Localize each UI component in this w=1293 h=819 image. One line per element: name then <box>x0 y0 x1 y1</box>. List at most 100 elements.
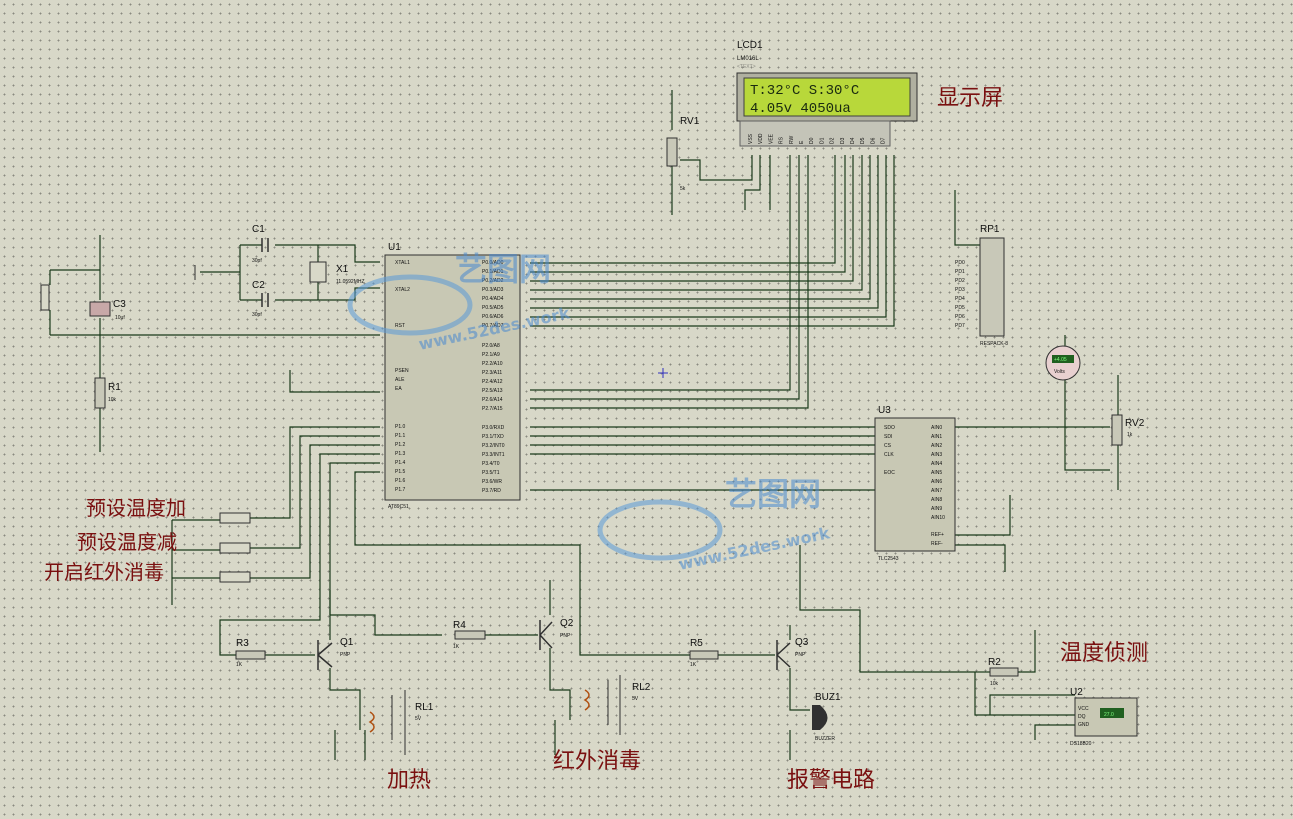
u3-right-pin-0: AIN0 <box>931 425 942 431</box>
q2-symbol <box>539 620 553 650</box>
u1-right-pin-10: P2.2/A10 <box>482 361 503 367</box>
rv2-body <box>1111 414 1123 446</box>
u1-right-pin-16: P3.0/RXD <box>482 425 505 431</box>
r4-body <box>454 630 486 640</box>
reset-button[interactable] <box>40 284 50 311</box>
rp1-pin-1: PD1 <box>955 269 965 275</box>
u3-right-pin-11: REF+ <box>931 532 944 538</box>
buz1-ref: BUZ1 <box>815 692 841 703</box>
u1-left-pin-12: P1.6 <box>395 478 406 484</box>
u1-right-pin-11: P2.3/A11 <box>482 370 502 376</box>
rp1-pin-6: PD6 <box>955 314 965 320</box>
u1-left-pin-0: XTAL1 <box>395 260 410 266</box>
u1-right-pin-17: P3.1/TXD <box>482 434 504 440</box>
preset-up-label: 预设温度加 <box>86 497 186 520</box>
display-label: 显示屏 <box>937 85 1003 110</box>
u1-right-pin-0: P0.0/AD0 <box>482 260 504 266</box>
lcd-pin-6: D0 <box>809 137 815 144</box>
q1-symbol <box>317 640 333 670</box>
u1-right-pin-9: P2.1/A9 <box>482 352 500 358</box>
u2-ref: U2 <box>1070 687 1083 698</box>
u1-left-pin-8: P1.2 <box>395 442 406 448</box>
u1-right-pin-21: P3.5/T1 <box>482 470 500 476</box>
q1-ref: Q1 <box>340 637 354 648</box>
u2-pin-2: GND <box>1078 722 1090 728</box>
u3-right-pin-6: AIN6 <box>931 479 942 485</box>
c1-value: 30pf <box>252 258 262 264</box>
u1-right-pin-5: P0.5/AD5 <box>482 305 504 311</box>
wires <box>49 90 1119 760</box>
u1-right-pin-8: P2.0/A8 <box>482 343 500 349</box>
alarm-label: 报警电路 <box>787 767 875 792</box>
u1-right-pin-22: P3.6/WR <box>482 479 502 485</box>
lcd-pin-12: D6 <box>870 137 876 144</box>
button-uv-start[interactable] <box>219 571 251 583</box>
rp1-value: RESPACK-8 <box>980 341 1008 347</box>
q2-ref: Q2 <box>560 618 574 629</box>
r2-ref: R2 <box>988 657 1001 668</box>
lcd-pin-11: D5 <box>860 137 866 144</box>
lcd-pin-2: VEE <box>768 133 774 144</box>
rp1-pin-3: PD3 <box>955 287 965 293</box>
u1-left-pin-4: ALE <box>395 377 405 383</box>
u1-right-pin-18: P3.2/INT0 <box>482 443 505 449</box>
u3-right-pin-2: AIN2 <box>931 443 942 449</box>
u3-right-pin-5: AIN5 <box>931 470 942 476</box>
lcd-pin-7: D1 <box>819 137 825 144</box>
r4-ref: R4 <box>453 620 466 631</box>
c3-ref: C3 <box>113 299 126 310</box>
u3-right-pin-4: AIN4 <box>931 461 942 467</box>
r1-ref: R1 <box>108 382 121 393</box>
u1-value: AT89C51 <box>388 504 409 510</box>
u3-left-pin-0: SDO <box>884 425 895 431</box>
u1-right-pin-1: P0.1/AD1 <box>482 269 504 275</box>
u3-chip <box>874 417 956 552</box>
rp1-body <box>979 237 1005 337</box>
u1-right-pin-2: P0.2/AD2 <box>482 278 504 284</box>
u1-right-pin-20: P3.4/T0 <box>482 461 500 467</box>
r2-body <box>989 667 1019 677</box>
rp1-pin-5: PD5 <box>955 305 965 311</box>
u1-pin-labels: XTAL1XTAL2RSTPSENALEEAP1.0P1.1P1.2P1.3P1… <box>395 260 505 494</box>
x1-value: 11.0592MHZ <box>336 279 365 285</box>
button-preset-up[interactable] <box>219 512 251 524</box>
u3-right-pin-12: REF- <box>931 541 943 547</box>
c2-value: 30pf <box>252 312 262 318</box>
x1-crystal <box>309 261 327 283</box>
r5-value: 1K <box>690 662 697 668</box>
rl2-coil <box>583 689 590 711</box>
u1-left-pin-3: PSEN <box>395 368 409 374</box>
lcd-pin-1: VDD <box>758 133 764 144</box>
rl1-coil <box>368 711 375 733</box>
rv1-body <box>666 137 678 167</box>
lcd-pin-4: RW <box>789 135 795 144</box>
r2-value: 10k <box>990 681 999 687</box>
u3-right-pin-7: AIN7 <box>931 488 942 494</box>
u1-left-pin-9: P1.3 <box>395 451 406 457</box>
u1-left-pin-1: XTAL2 <box>395 287 410 293</box>
u1-left-pin-6: P1.0 <box>395 424 406 430</box>
r5-ref: R5 <box>690 638 703 649</box>
heating-label: 加热 <box>387 767 431 792</box>
u1-right-pin-13: P2.5/A13 <box>482 388 503 394</box>
rv1-ref: RV1 <box>680 116 700 127</box>
u3-right-pin-10: AIN10 <box>931 515 945 521</box>
u2-value: DS18B20 <box>1070 741 1092 747</box>
lcd-line1: T:32°C S:30°C <box>750 83 859 99</box>
q3-ref: Q3 <box>795 637 809 648</box>
rl2-value: 5V <box>632 696 639 702</box>
button-preset-down[interactable] <box>219 542 251 554</box>
buz1-value: BUZZER <box>815 736 835 742</box>
u1-left-pin-11: P1.5 <box>395 469 406 475</box>
rl1-value: 5V <box>415 716 422 722</box>
lcd-line2: 4.05v 4050ua <box>750 101 851 117</box>
u1-ref: U1 <box>388 242 401 253</box>
u3-value: TLC2543 <box>878 556 899 562</box>
u1-right-pin-15: P2.7/A15 <box>482 406 503 412</box>
u1-right-pin-4: P0.4/AD4 <box>482 296 504 302</box>
u1-right-pin-7: P0.7/AD7 <box>482 323 504 329</box>
q3-symbol <box>776 640 791 670</box>
